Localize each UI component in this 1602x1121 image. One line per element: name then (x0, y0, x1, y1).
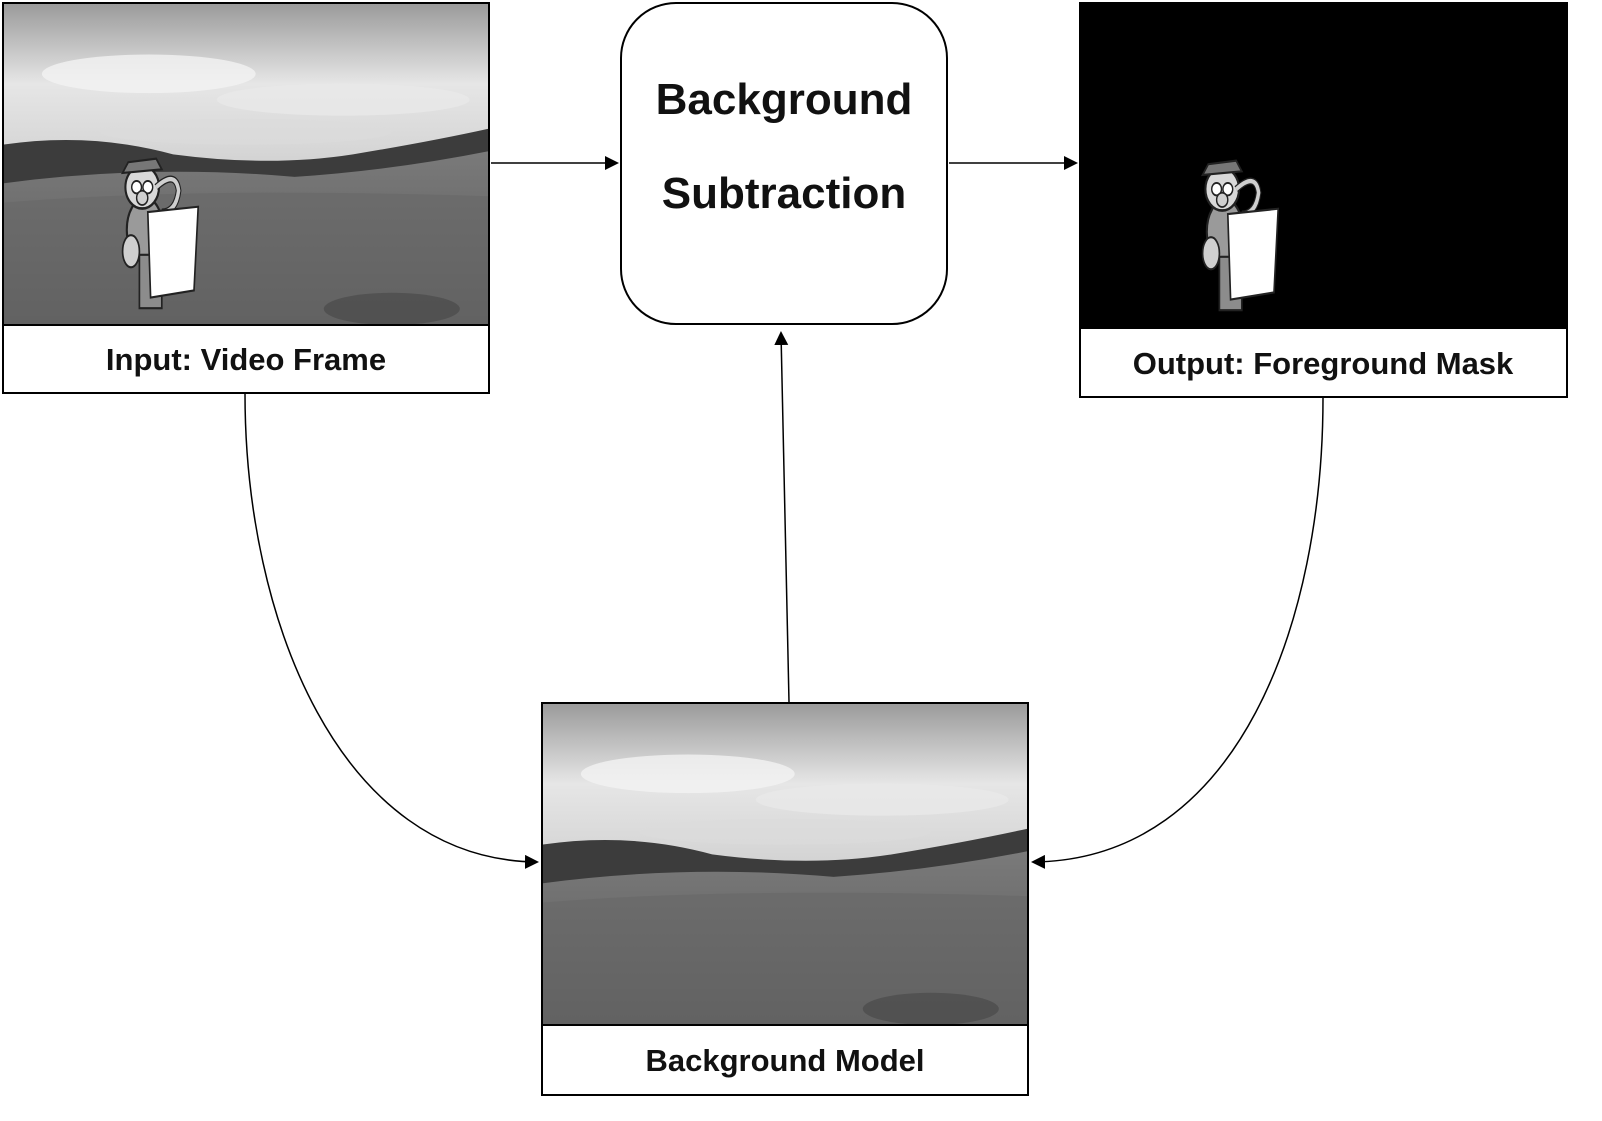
model-label: Background Model (645, 1043, 924, 1078)
input-frame-image (3, 3, 489, 325)
background-model-image (542, 703, 1028, 1025)
input-video-frame: Input: Video Frame (2, 2, 490, 394)
input-label: Input: Video Frame (106, 342, 386, 377)
input-label-box (2, 324, 490, 394)
process-label-line1: Background (656, 75, 913, 124)
arrow-output-to-model (1031, 397, 1324, 869)
arrow-model-to-process (774, 331, 790, 703)
background-model-node: Background Model (541, 702, 1029, 1096)
background-subtraction-node: Background Subtraction (620, 2, 948, 325)
mask-image (1080, 3, 1567, 328)
model-label-box (541, 1024, 1029, 1096)
arrow-input-to-model (244, 393, 539, 869)
output-label: Output: Foreground Mask (1133, 346, 1514, 381)
output-label-box (1079, 327, 1568, 398)
process-label-line2: Subtraction (662, 169, 906, 218)
output-foreground-mask: Output: Foreground Mask (1079, 2, 1568, 398)
